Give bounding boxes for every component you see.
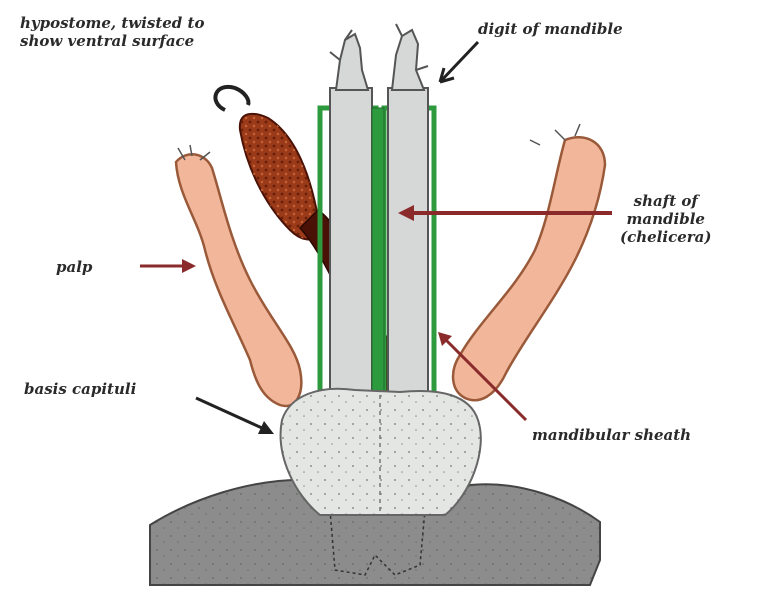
left-mandible-digit <box>330 30 368 90</box>
central-green-line <box>372 108 384 394</box>
right-mandible-shaft <box>388 88 428 392</box>
label-shaft-of-mandible: shaft of mandible (chelicera) <box>620 192 711 246</box>
label-mandibular-sheath: mandibular sheath <box>532 426 691 444</box>
label-digit-of-mandible: digit of mandible <box>478 20 623 38</box>
arrow-digit <box>440 42 478 82</box>
twist-arrow <box>215 87 248 110</box>
arrow-palp <box>140 259 196 273</box>
label-basis-capituli: basis capituli <box>24 380 136 398</box>
label-hypostome: hypostome, twisted to show ventral surfa… <box>20 14 280 50</box>
arrow-basis <box>196 398 274 434</box>
left-mandible-shaft <box>330 88 372 392</box>
right-palp <box>453 137 605 400</box>
right-mandible-digit <box>392 24 428 90</box>
label-palp: palp <box>56 258 92 276</box>
